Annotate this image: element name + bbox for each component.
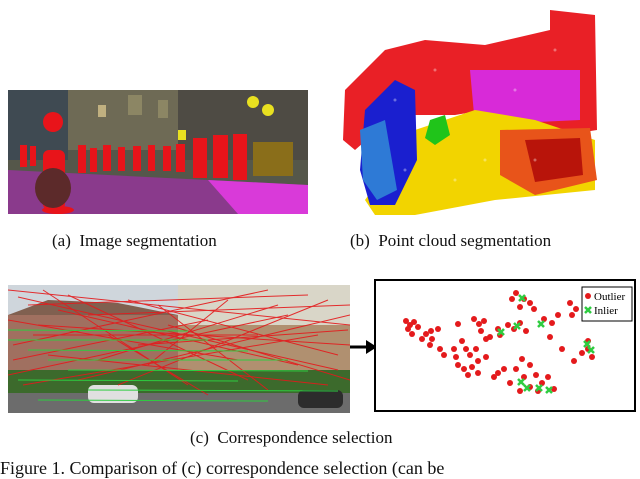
point-cloud-image [343, 10, 597, 215]
subfigure-caption-text: Point cloud segmentation [378, 231, 552, 250]
inlier-outlier-plot: Outlier Inlier [374, 279, 636, 412]
inlier-legend-label: Inlier [594, 305, 618, 317]
arrow-icon [350, 338, 378, 356]
image-segmentation-panel [8, 90, 308, 214]
outlier-legend-marker [585, 293, 591, 299]
point-cloud-panel [335, 10, 610, 215]
correspondence-photo-panel [8, 285, 350, 413]
subfigure-label: (c) [190, 428, 209, 447]
inlier-outlier-svg: Outlier Inlier [374, 279, 636, 412]
subfigure-label: (a) [52, 231, 71, 250]
subfigure-caption-text: Correspondence selection [217, 428, 393, 447]
figure-caption: Figure 1. Comparison of (c) corresponden… [0, 458, 445, 478]
inlier-legend-marker [584, 306, 592, 314]
outlier-legend-label: Outlier [594, 291, 625, 303]
segmentation-image [8, 90, 308, 214]
subfigure-caption-text: Image segmentation [79, 231, 217, 250]
correspondence-photo [8, 285, 350, 413]
subfigure-caption-b: (b) Point cloud segmentation [350, 231, 551, 251]
subfigure-caption-a: (a) Image segmentation [52, 231, 217, 251]
subfigure-label: (b) [350, 231, 370, 250]
subfigure-caption-c: (c) Correspondence selection [190, 428, 393, 448]
